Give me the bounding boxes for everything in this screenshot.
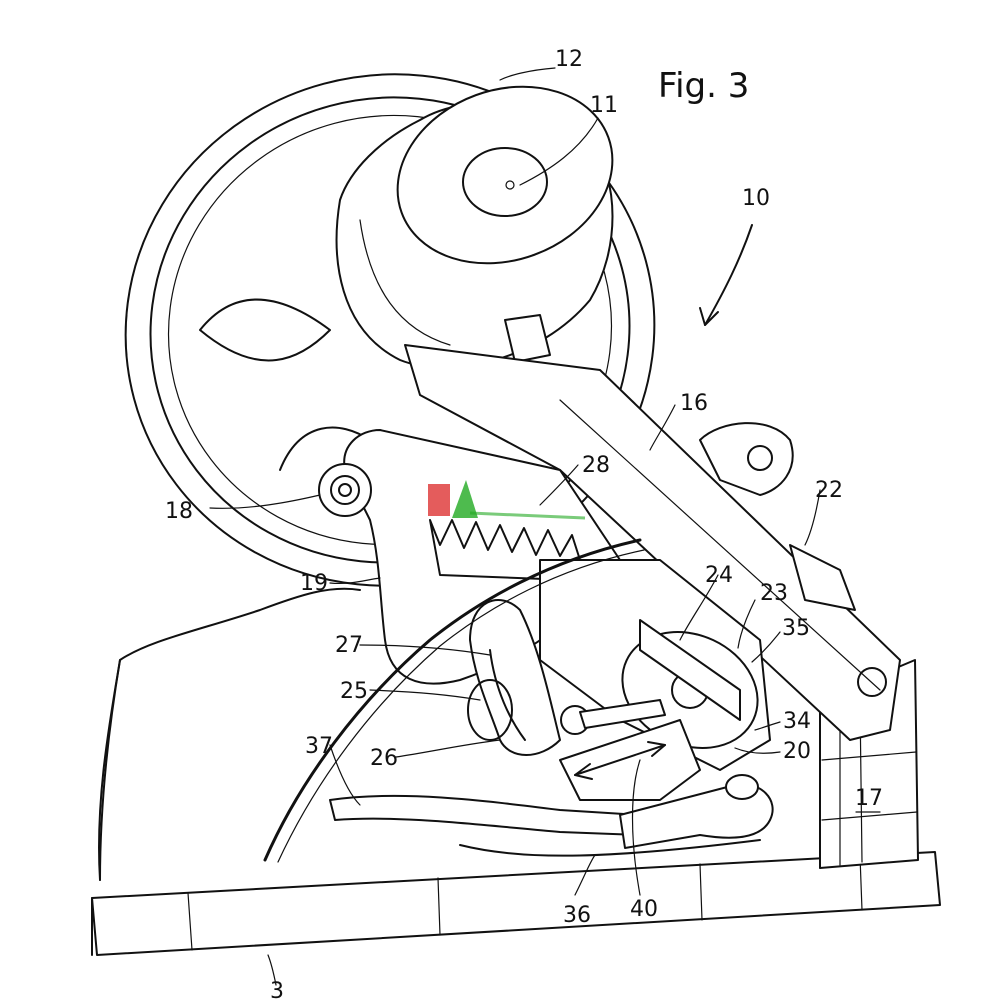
reference-labels: Fig. 3 12 11 10 16 28 22 18 19 24 23 35 … bbox=[165, 47, 883, 1000]
label-25: 25 bbox=[340, 679, 368, 704]
label-16: 16 bbox=[680, 391, 708, 416]
label-27: 27 bbox=[335, 633, 363, 658]
label-28: 28 bbox=[582, 453, 610, 478]
label-26: 26 bbox=[370, 746, 398, 771]
label-37: 37 bbox=[305, 734, 333, 759]
small-bolt bbox=[504, 314, 551, 363]
base-plate bbox=[91, 851, 941, 956]
label-18: 18 bbox=[165, 499, 193, 524]
adjusting-bolt bbox=[699, 422, 856, 611]
label-36: 36 bbox=[563, 903, 591, 928]
label-34: 34 bbox=[783, 709, 811, 734]
label-22: 22 bbox=[815, 478, 843, 503]
label-3: 3 bbox=[270, 979, 284, 1000]
label-23: 23 bbox=[760, 581, 788, 606]
leader-lines bbox=[209, 67, 821, 986]
cable bbox=[263, 538, 645, 863]
housing-outline bbox=[98, 587, 361, 881]
label-20: 20 bbox=[783, 739, 811, 764]
bracket-arm bbox=[404, 344, 901, 741]
label-19: 19 bbox=[300, 571, 328, 596]
label-17: 17 bbox=[855, 786, 883, 811]
ball-joint-handle bbox=[619, 774, 774, 849]
crank-assembly bbox=[539, 559, 771, 771]
label-11: 11 bbox=[590, 93, 618, 118]
dimension-arrow bbox=[574, 741, 666, 780]
slider-block bbox=[559, 719, 701, 801]
motor-hub bbox=[335, 85, 614, 369]
watermark-logo bbox=[428, 480, 586, 520]
label-24: 24 bbox=[705, 563, 733, 588]
label-35: 35 bbox=[782, 616, 810, 641]
figure-title: Fig. 3 bbox=[658, 66, 749, 106]
label-12: 12 bbox=[555, 47, 583, 72]
slot-guide bbox=[467, 599, 666, 756]
label-40: 40 bbox=[630, 897, 658, 922]
label-10: 10 bbox=[742, 186, 770, 211]
